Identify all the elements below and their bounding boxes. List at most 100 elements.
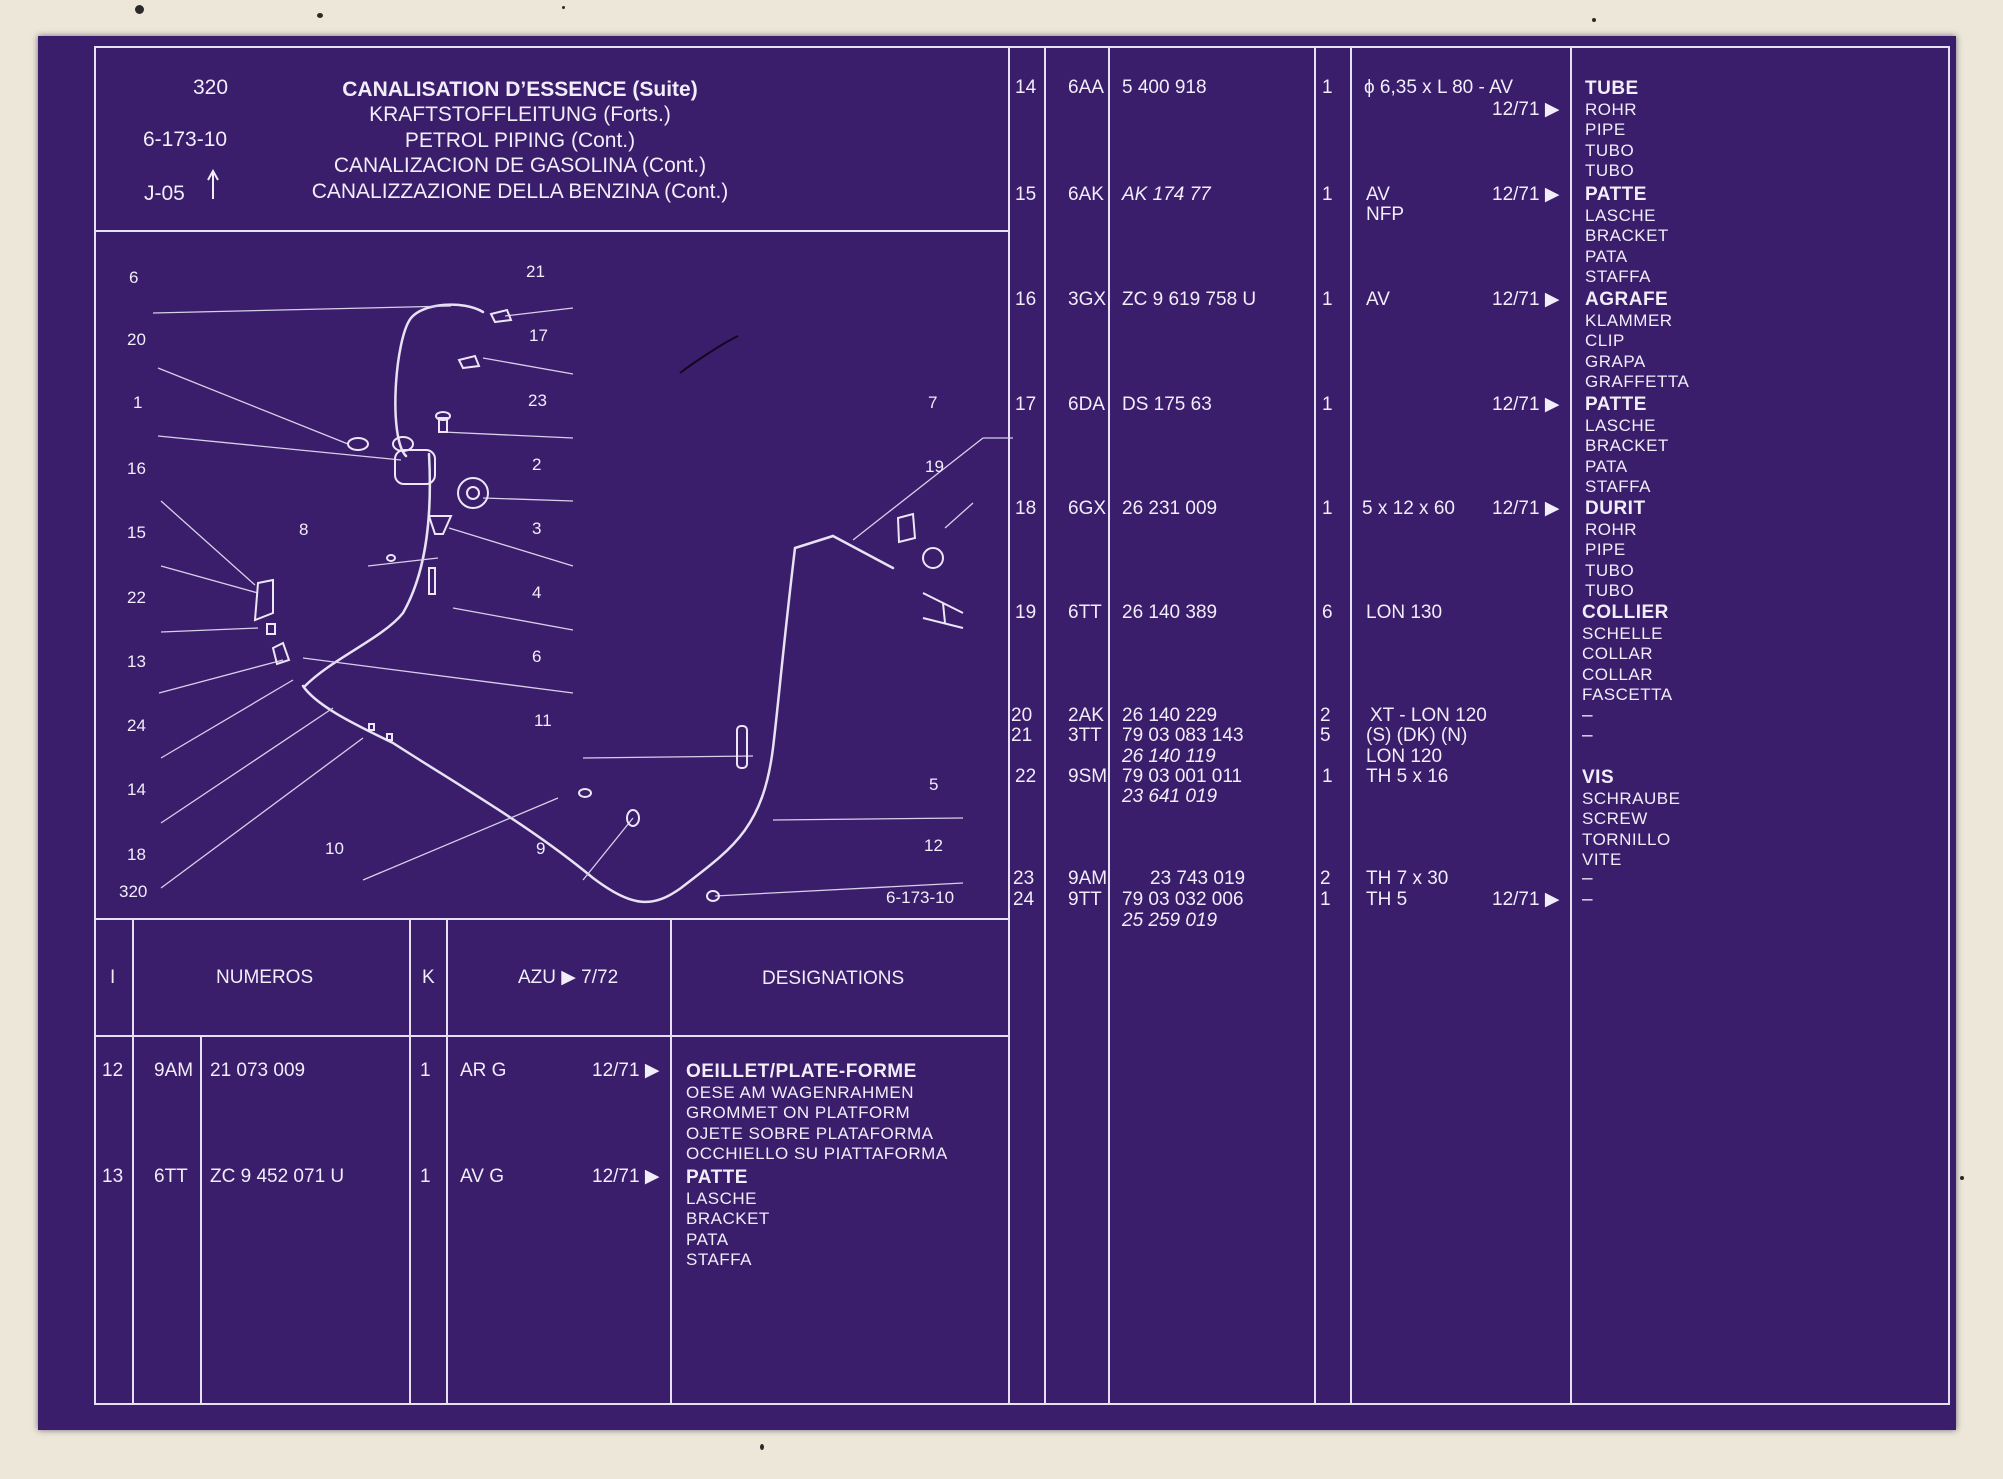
row-designations: PATTE LASCHE BRACKET PATA STAFFA bbox=[1585, 394, 1669, 498]
designation-it: TUBO bbox=[1585, 161, 1635, 180]
row-quantity: 1 bbox=[1322, 184, 1333, 205]
designation-en: COLLAR bbox=[1582, 644, 1654, 663]
parts-catalog-sheet: 320 6-173-10 J-05 CANALISATION D’ESSENCE… bbox=[38, 36, 1956, 1430]
designation-it: STAFFA bbox=[686, 1250, 752, 1269]
col-line-left-qty bbox=[446, 918, 448, 1405]
row-code: 6TT bbox=[154, 1166, 188, 1187]
row-code: 9AM bbox=[154, 1060, 194, 1081]
row-quantity: 2 bbox=[1320, 705, 1331, 726]
column-header-k: K bbox=[422, 967, 435, 988]
diagram-parts bbox=[253, 308, 964, 902]
designation-en: BRACKET bbox=[1585, 226, 1669, 245]
designation-es: TORNILLO bbox=[1582, 829, 1671, 849]
designation-it: GRAFFETTA bbox=[1585, 372, 1690, 391]
column-header-designations: DESIGNATIONS bbox=[762, 968, 905, 989]
diagram-reference: 6-173-10 bbox=[886, 888, 955, 907]
title-it: CANALIZZAZIONE DELLA BENZINA (Cont.) bbox=[311, 180, 729, 203]
row-note: (S) (DK) (N) bbox=[1366, 725, 1468, 746]
row-note: AV G bbox=[460, 1166, 504, 1187]
callout-6-mid: 6 bbox=[532, 647, 542, 666]
row-index: 22 bbox=[1015, 766, 1037, 787]
row-code: 6DA bbox=[1068, 394, 1105, 415]
title-en: PETROL PIPING (Cont.) bbox=[404, 129, 636, 152]
column-header-numbers: NUMEROS bbox=[216, 967, 314, 988]
row-part-number: DS 175 63 bbox=[1122, 394, 1212, 415]
dust-speck bbox=[562, 6, 565, 9]
row-note: TH 7 x 30 bbox=[1366, 868, 1449, 889]
row-quantity: 1 bbox=[1322, 77, 1333, 98]
row-code: 2AK bbox=[1068, 705, 1104, 726]
designation-fr: AGRAFE bbox=[1585, 289, 1669, 310]
callout-6-left: 6 bbox=[129, 268, 139, 287]
callout-18: 18 bbox=[127, 845, 146, 864]
row-date: 12/71 ▶ bbox=[1492, 498, 1560, 519]
row-code: 3TT bbox=[1068, 725, 1102, 746]
row-code: 3GX bbox=[1068, 289, 1107, 310]
designation-it: FASCETTA bbox=[1582, 685, 1673, 704]
title-fr: CANALISATION D’ESSENCE (Suite) bbox=[342, 78, 698, 101]
row-quantity: 2 bbox=[1320, 868, 1331, 889]
designation-it: OCCHIELLO SU PIATTAFORMA bbox=[686, 1144, 948, 1163]
callout-22: 22 bbox=[127, 588, 146, 607]
row-designations: COLLIER SCHELLE COLLAR COLLAR FASCETTA bbox=[1582, 602, 1673, 706]
row-index: 20 bbox=[1011, 705, 1033, 726]
arrow-up-icon bbox=[207, 169, 219, 199]
dust-speck bbox=[1960, 1176, 1964, 1180]
designation-de: SCHELLE bbox=[1582, 623, 1663, 643]
designation-fr: PATTE bbox=[1585, 394, 1647, 415]
row-part-number-alt: 26 140 119 bbox=[1122, 746, 1216, 767]
designation-es: PATA bbox=[1585, 246, 1628, 266]
callout-9: 9 bbox=[536, 839, 546, 858]
designation-fr: TUBE bbox=[1585, 78, 1639, 99]
row-quantity: 1 bbox=[1320, 889, 1331, 910]
row-index: 13 bbox=[102, 1166, 124, 1187]
row-quantity: 1 bbox=[1322, 498, 1333, 519]
designation-es: GRAPA bbox=[1585, 351, 1646, 371]
designation-en: BRACKET bbox=[686, 1209, 770, 1228]
row-part-number: AK 174 77 bbox=[1122, 184, 1211, 205]
designation-fr: PATTE bbox=[1585, 184, 1647, 205]
callout-16: 16 bbox=[127, 459, 146, 478]
row-designations: PATTE LASCHE BRACKET PATA STAFFA bbox=[1585, 184, 1669, 288]
row-code: 9TT bbox=[1068, 889, 1102, 910]
row-note: AV bbox=[1366, 289, 1390, 310]
row-quantity: 1 bbox=[420, 1060, 431, 1081]
row-designations: PATTE LASCHE BRACKET PATA STAFFA bbox=[686, 1167, 770, 1271]
callout-2: 2 bbox=[532, 455, 542, 474]
designation-de: LASCHE bbox=[1585, 205, 1657, 225]
row-note: AV bbox=[1366, 184, 1390, 205]
callout-13: 13 bbox=[127, 652, 146, 671]
row-note-secondary: NFP bbox=[1366, 204, 1404, 225]
title-de: KRAFTSTOFFLEITUNG (Forts.) bbox=[369, 103, 671, 126]
leader-lines bbox=[152, 305, 1013, 897]
row-designation: – bbox=[1582, 868, 1593, 889]
designation-en: GROMMET ON PLATFORM bbox=[686, 1103, 911, 1122]
designation-es: OJETE SOBRE PLATAFORMA bbox=[686, 1123, 934, 1143]
row-designations: AGRAFE KLAMMER CLIP GRAPA GRAFFETTA bbox=[1585, 289, 1690, 393]
petrol-piping-diagram bbox=[152, 303, 1013, 904]
row-date: 12/71 ▶ bbox=[1492, 184, 1560, 205]
row-index: 18 bbox=[1015, 498, 1037, 519]
diagram-divider bbox=[94, 918, 1010, 920]
row-note: 5 x 12 x 60 bbox=[1362, 498, 1455, 519]
row-note-secondary: LON 120 bbox=[1366, 746, 1443, 767]
row-part-number: 26 231 009 bbox=[1122, 498, 1218, 519]
col-line-left-number bbox=[409, 918, 411, 1405]
col-line-note-right bbox=[1570, 46, 1572, 1405]
col-line-index-right bbox=[1044, 46, 1046, 1405]
designation-fr: DURIT bbox=[1585, 498, 1646, 519]
designation-it: TUBO bbox=[1585, 581, 1635, 600]
row-note: LON 130 bbox=[1366, 602, 1443, 623]
col-line-code-right bbox=[1108, 46, 1110, 1405]
row-code: 9AM bbox=[1068, 868, 1108, 889]
callout-23: 23 bbox=[528, 391, 547, 410]
row-date: 12/71 ▶ bbox=[1492, 889, 1560, 910]
page-number: 320 bbox=[193, 76, 229, 99]
row-index: 12 bbox=[102, 1060, 124, 1081]
row-designations: DURIT ROHR PIPE TUBO TUBO bbox=[1585, 498, 1646, 602]
designation-de: LASCHE bbox=[686, 1188, 758, 1208]
callout-7: 7 bbox=[928, 393, 938, 412]
dust-speck bbox=[1592, 18, 1596, 22]
row-designations: OEILLET/PLATE-FORME OESE AM WAGENRAHMEN … bbox=[686, 1061, 948, 1165]
row-index: 17 bbox=[1015, 394, 1037, 415]
